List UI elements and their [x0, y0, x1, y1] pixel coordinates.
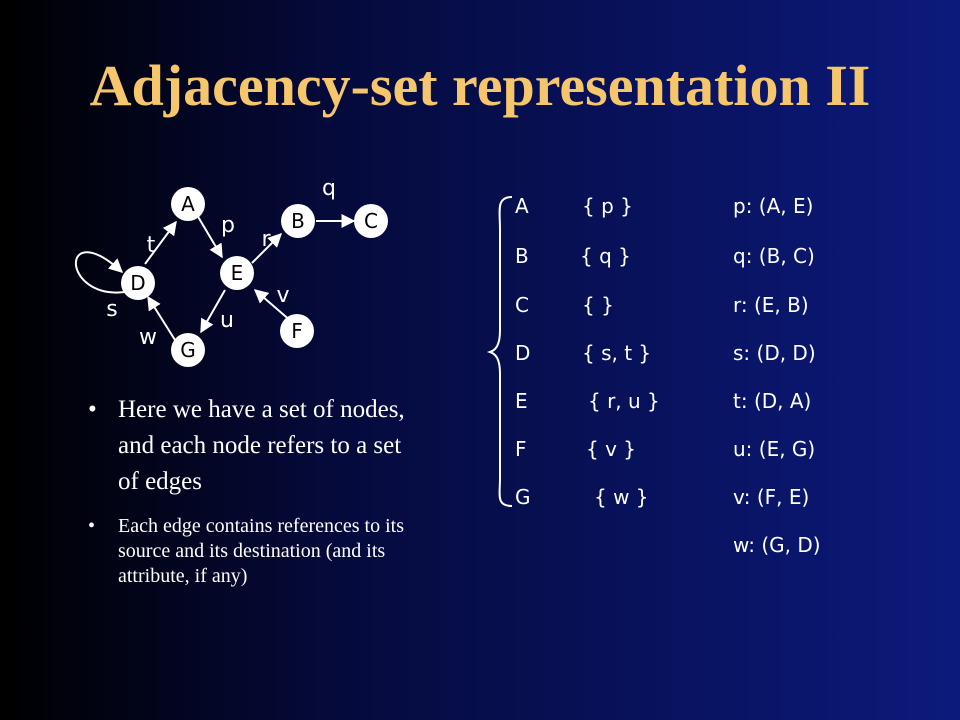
node-list-brace [486, 196, 513, 507]
edge-labels: p q r s t u v w [106, 176, 336, 350]
node-row-b: B [515, 244, 529, 268]
graph-edges [74, 214, 356, 341]
edge-w [147, 295, 176, 341]
node-row-g: G [515, 485, 531, 509]
node-set-a: { p } [582, 194, 633, 218]
node-row-label: A [515, 194, 529, 218]
node-c: C [354, 204, 388, 238]
bullet-item: • Here we have a set of nodes, and each … [88, 392, 418, 500]
edge-def-v: v: (F, E) [733, 485, 810, 509]
edge-t [144, 220, 177, 265]
node-a: A [171, 187, 205, 221]
svg-text:E: E [231, 261, 244, 285]
node-e: E [220, 256, 254, 290]
edge-def-t: t: (D, A) [733, 389, 812, 413]
edge-def-r: r: (E, B) [733, 293, 809, 317]
node-row-label: B [515, 244, 529, 268]
bullet-text: Here we have a set of nodes, and each no… [118, 396, 405, 495]
node-row-label: F [515, 437, 527, 461]
node-g: G [171, 333, 205, 367]
node-set-c: { } [582, 293, 614, 317]
node-row-c: C [515, 293, 529, 317]
edge-label-u: u [220, 308, 234, 333]
node-row-e: E [515, 389, 528, 413]
node-set-g: { w } [594, 485, 649, 509]
slide-title: Adjacency-set representation II [89, 53, 871, 118]
edge-label-v: v [276, 283, 289, 308]
node-row-a: A [515, 194, 529, 218]
node-row-label: E [515, 389, 528, 413]
edge-label-r: r [261, 227, 271, 252]
graph-nodes: A B C D E F G [121, 187, 388, 367]
edge-u [200, 289, 226, 334]
node-set-d: { s, t } [582, 341, 652, 365]
node-set-f: { v } [586, 437, 636, 461]
node-set-b: { q } [580, 244, 631, 268]
edge-def-w: w: (G, D) [733, 533, 821, 557]
edge-p [196, 214, 223, 259]
bullet-text: Each edge contains references to its sou… [118, 515, 404, 587]
svg-text:D: D [130, 271, 145, 295]
bullet-list: • Here we have a set of nodes, and each … [88, 392, 418, 589]
edge-def-u: u: (E, G) [733, 437, 816, 461]
edge-label-t: t [147, 233, 156, 258]
node-row-d: D [515, 341, 530, 365]
node-row-f: F [515, 437, 527, 461]
bullet-dot: • [88, 396, 97, 423]
svg-text:G: G [180, 338, 196, 362]
svg-text:C: C [364, 209, 378, 233]
edge-def-p: p: (A, E) [733, 194, 814, 218]
node-b: B [281, 204, 315, 238]
svg-text:A: A [181, 192, 195, 216]
node-d: D [121, 266, 155, 300]
node-row-label: G [515, 485, 531, 509]
svg-text:F: F [291, 319, 303, 343]
node-row-label: C [515, 293, 529, 317]
edge-def-q: q: (B, C) [733, 244, 815, 268]
edge-def-s: s: (D, D) [733, 341, 816, 365]
edge-v [253, 289, 293, 323]
edge-label-q: q [322, 176, 336, 201]
node-f: F [280, 314, 314, 348]
node-row-label: D [515, 341, 531, 365]
edge-label-p: p [221, 213, 235, 238]
edge-s [74, 251, 126, 294]
bullet-dot: • [88, 515, 96, 537]
edge-label-s: s [106, 297, 117, 322]
bullet-item: • Each edge contains references to its s… [88, 514, 418, 589]
edge-r [251, 233, 282, 264]
svg-text:B: B [291, 209, 305, 233]
node-set-e: { r, u } [588, 389, 660, 413]
edge-label-w: w [139, 325, 157, 350]
